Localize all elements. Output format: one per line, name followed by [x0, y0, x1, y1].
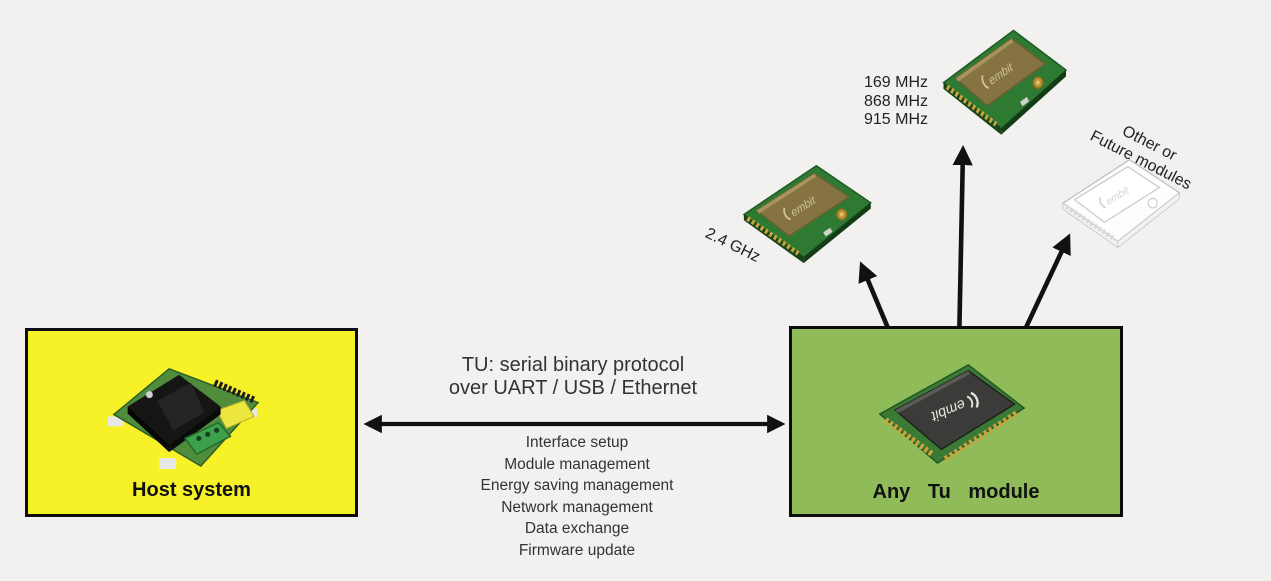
- label-subghz-line: 868 MHz: [864, 92, 929, 110]
- any-module-box: embit Any Tu module: [789, 326, 1123, 517]
- any-module-label: Any Tu module: [872, 481, 1040, 503]
- module-24ghz-image: embit: [733, 156, 878, 268]
- host-system-label: Host system: [132, 479, 251, 501]
- feature-item: Module management: [504, 455, 650, 473]
- label-subghz: 169 MHz 868 MHz 915 MHz: [864, 74, 928, 130]
- feature-item: Energy saving management: [480, 477, 674, 495]
- feature-item: Interface setup: [525, 434, 629, 451]
- module-future-image: embit: [1053, 151, 1186, 251]
- module-subghz-image: embit: [933, 20, 1073, 140]
- protocol-title-line2: over UART / USB / Ethernet: [448, 377, 698, 399]
- protocol-title-line1: TU: serial binary protocol: [461, 354, 685, 376]
- host-board-image: [107, 367, 260, 470]
- label-subghz-line: 915 MHz: [864, 111, 929, 128]
- label-subghz-line: 169 MHz: [864, 74, 929, 91]
- tu-module-image: embit: [878, 364, 1026, 465]
- host-system-box: Host system: [25, 328, 358, 517]
- feature-item: Data exchange: [524, 520, 630, 538]
- feature-item: Network management: [501, 498, 653, 516]
- feature-item: Firmware update: [518, 541, 636, 559]
- feature-list: Interface setup Module management Energy…: [427, 432, 727, 562]
- arrow-to-subghz: [949, 144, 973, 353]
- protocol-title: TU: serial binary protocol over UART / U…: [353, 354, 793, 400]
